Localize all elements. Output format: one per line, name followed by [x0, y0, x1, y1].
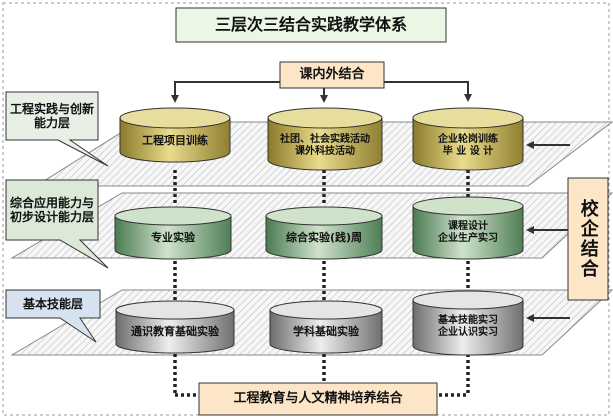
- cylinder-upper-2-shape: [267, 107, 383, 171]
- cylinder-upper-2: 社团、社会实践活动 课外科技活动: [280, 134, 370, 157]
- cylinder-lower-2: 学科基础实验: [293, 325, 359, 339]
- layer-label-upper: 工程实践与创新能力层: [9, 101, 94, 130]
- layer-label-lower: 基本技能层: [22, 296, 83, 311]
- cylinder-middle-1-shape: [114, 206, 232, 260]
- cylinder-upper-3-shape: [412, 107, 524, 171]
- callout-middle-shape: [5, 179, 109, 269]
- cylinder-middle-2: 综合实验(践)周: [285, 231, 363, 245]
- callout-lower-shape: [5, 289, 101, 343]
- cylinder-upper-1-shape: [119, 107, 231, 163]
- top-link-label: 课内外结合: [299, 67, 365, 83]
- bottom-link-label: 工程教育与人文精神培养结合: [233, 391, 403, 407]
- side-link-label: 校企结合: [577, 199, 599, 279]
- cylinder-upper-3: 企业轮岗训练 毕 业 设 计: [438, 134, 498, 157]
- bottom-link-box-shape: [198, 382, 438, 416]
- cylinder-lower-2-shape: [269, 300, 383, 354]
- callout-upper-shape: [5, 91, 109, 167]
- cylinder-lower-1: 通识教育基础实验: [131, 325, 219, 339]
- title-box-shape: [175, 7, 447, 43]
- side-link-arrows: [526, 141, 570, 322]
- cylinder-lower-3: 基本技能实习 企业认识实习: [438, 315, 498, 338]
- layer-label-middle: 综合应用能力与初步设计能力层: [9, 195, 94, 224]
- cylinder-middle-1: 专业实验: [151, 231, 195, 245]
- side-link-box-shape: [567, 177, 609, 301]
- cylinder-upper-1: 工程项目训练: [142, 134, 208, 148]
- cylinder-lower-1-shape: [115, 300, 235, 354]
- top-link-box-shape: [279, 61, 385, 89]
- cylinder-middle-3-shape: [412, 196, 524, 260]
- cylinder-middle-3: 课程设计 企业生产实习: [438, 221, 498, 244]
- cylinder-middle-2-shape: [265, 206, 383, 260]
- diagram-title: 三层次三结合实践教学体系: [214, 15, 407, 35]
- cylinder-lower-3-shape: [412, 290, 524, 356]
